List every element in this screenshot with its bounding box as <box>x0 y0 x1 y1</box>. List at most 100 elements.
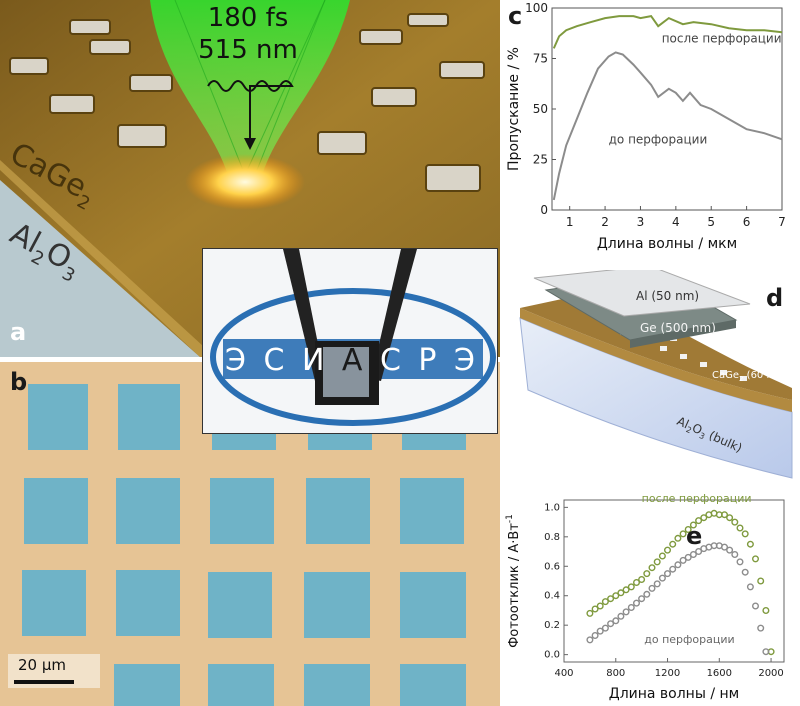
data-point-before <box>679 556 687 564</box>
y-tick-label: 0.2 <box>544 620 560 631</box>
data-point-before <box>648 584 656 592</box>
data-point-before <box>751 602 759 610</box>
pad <box>400 572 466 638</box>
data-point-after <box>586 609 594 617</box>
y-tick-label: 0.6 <box>544 561 560 572</box>
data-point-before <box>607 620 615 628</box>
scalebar <box>14 680 74 684</box>
data-point-after <box>601 598 609 606</box>
data-point-after <box>741 530 749 538</box>
panel-d-letter: d <box>766 284 784 312</box>
x-tick-label: 1200 <box>655 668 680 679</box>
pad <box>118 384 180 450</box>
x-tick-label: 2000 <box>758 668 783 679</box>
data-point-after <box>689 521 697 529</box>
pulse-duration-label: 180 fs <box>208 3 289 33</box>
x-tick-label: 1 <box>566 215 574 229</box>
data-point-after <box>746 540 754 548</box>
data-point-after <box>596 602 604 610</box>
pad <box>210 478 274 544</box>
data-point-before <box>762 648 770 656</box>
y-axis-label: Пропускание / % <box>506 47 522 171</box>
data-point-before <box>622 608 630 616</box>
pad <box>306 478 370 544</box>
pulse-arrowhead <box>244 138 256 150</box>
data-point-before <box>689 551 697 559</box>
data-point-after <box>674 534 682 542</box>
pad <box>28 384 88 450</box>
data-point-before <box>596 627 604 635</box>
data-point-after <box>757 577 765 585</box>
data-point-before <box>601 624 609 632</box>
data-point-after <box>658 552 666 560</box>
scalebar-label: 20 μm <box>18 656 67 674</box>
al-layer <box>533 270 751 317</box>
data-point-before <box>612 617 620 625</box>
y-axis-label: Фотоотклик / А·Вт-1 <box>505 514 522 648</box>
x-tick-label: 3 <box>637 215 645 229</box>
data-point-before <box>684 553 692 561</box>
y-tick-label: 25 <box>533 153 548 167</box>
pad <box>116 570 180 636</box>
data-point-before <box>617 612 625 620</box>
panel-c-letter: c <box>508 2 523 30</box>
al-layer-label: Al (50 nm) <box>636 289 699 303</box>
panel-a-scene: 180 fs 515 nm CaGe2 Al2O3 <box>0 0 500 357</box>
y-tick-label: 50 <box>533 102 548 116</box>
layer-stack-schematic: Al (50 nm) Ge (500 nm) CaGe2 (60 nm) Al2… <box>519 270 793 479</box>
panel-b-letter: b <box>10 368 28 396</box>
data-point-after <box>648 564 656 572</box>
data-point-before <box>731 551 739 559</box>
y-tick-label: 0.8 <box>544 532 560 543</box>
data-point-before <box>586 636 594 644</box>
pad <box>208 664 274 706</box>
logo-letter: Р <box>418 343 437 378</box>
tweezer-left <box>283 249 325 381</box>
x-tick-label: 800 <box>606 668 625 679</box>
substrate-region <box>0 180 200 357</box>
data-point-after <box>663 546 671 554</box>
data-point-after <box>617 589 625 597</box>
perforation-holes <box>9 13 485 192</box>
panel-a-letter: a <box>10 318 27 346</box>
pad <box>400 664 466 706</box>
data-point-after <box>762 606 770 614</box>
logo-letter: С <box>263 343 285 378</box>
pad <box>24 478 88 544</box>
pad <box>22 570 86 636</box>
y-tick-label: 0 <box>540 203 548 217</box>
logo-letters: Э С И А С Р Э <box>225 343 475 378</box>
data-point-before <box>746 583 754 591</box>
data-point-after <box>720 511 728 519</box>
data-point-before <box>726 546 734 554</box>
logo-letter: Э <box>225 343 246 378</box>
y-tick-label: 75 <box>533 52 548 66</box>
x-tick-label: 2 <box>601 215 609 229</box>
data-point-after <box>607 595 615 603</box>
series-line-after <box>552 14 783 49</box>
x-tick-label: 4 <box>672 215 680 229</box>
y-tick-label: 0.0 <box>544 650 560 661</box>
data-point-before <box>674 561 682 569</box>
series-line-before <box>552 51 783 201</box>
x-axis-label: Длина волны / мкм <box>597 236 737 252</box>
panel-d-device-schematic: Al (50 nm) Ge (500 nm) CaGe2 (60 nm) Al2… <box>500 270 800 492</box>
pulse-waveform <box>207 80 294 140</box>
x-tick-label: 5 <box>707 215 715 229</box>
cage2-layer <box>520 308 792 412</box>
y-tick-label: 1.0 <box>544 502 560 513</box>
svg-text:Al2O3 (bulk): Al2O3 (bulk) <box>674 414 744 457</box>
y-tick-label: 100 <box>525 1 548 15</box>
x-tick-label: 6 <box>743 215 751 229</box>
x-tick-label: 400 <box>554 668 573 679</box>
pad <box>400 478 464 544</box>
data-point-after <box>731 518 739 526</box>
data-point-after <box>632 578 640 586</box>
data-point-before <box>669 565 677 573</box>
x-tick-label: 1600 <box>707 668 732 679</box>
plot-frame <box>563 499 785 663</box>
data-point-before <box>741 568 749 576</box>
